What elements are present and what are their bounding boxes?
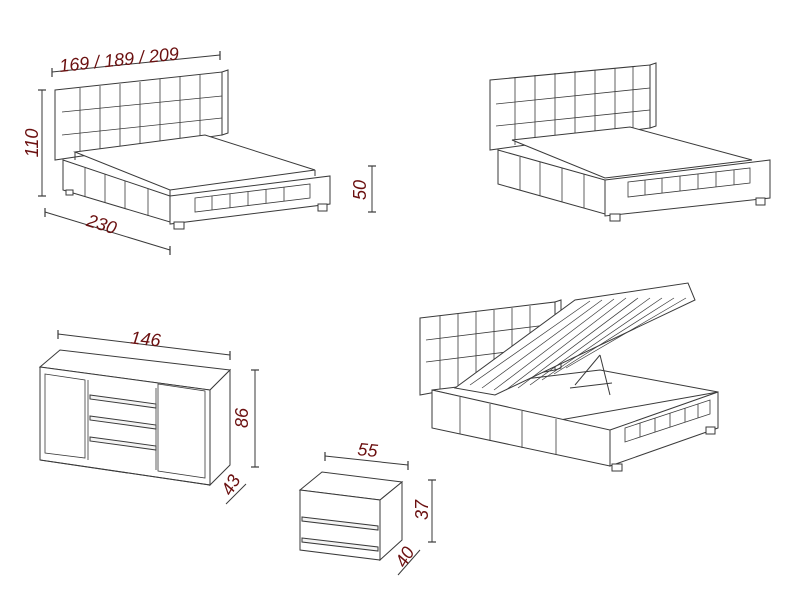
- bed1-dimension-lines: [38, 51, 376, 255]
- dresser-dimension-lines: [57, 330, 259, 505]
- nightstand-depth-label: 40: [391, 543, 418, 570]
- dresser-height-label: 86: [232, 407, 252, 428]
- dresser-depth-label: 43: [217, 471, 244, 498]
- bed-headboard-height-label: 110: [22, 129, 42, 158]
- storage-bed-slats: [469, 297, 687, 391]
- bed1-frame-front: [169, 175, 331, 225]
- bed-drawing-plain: [489, 62, 771, 222]
- storage-bed-open-drawing: [419, 282, 719, 472]
- nightstand-drawing: [298, 471, 404, 562]
- storage-bed-lid: [453, 282, 696, 396]
- dresser-drawing: [38, 349, 232, 487]
- nightstand-width-label: 55: [357, 439, 380, 461]
- bed2-frame-front: [604, 159, 771, 217]
- bed-width-label: 169 / 189 / 209: [58, 44, 180, 76]
- bed-drawing-dimensioned: [54, 69, 331, 230]
- dresser-side: [209, 368, 231, 487]
- nightstand-dimension-lines: [324, 452, 436, 576]
- bed-frame-height-label: 50: [350, 180, 370, 200]
- nightstand-side: [379, 480, 403, 562]
- dresser-width-label: 146: [130, 328, 163, 351]
- bed1-headboard-grid: [61, 75, 223, 152]
- bed-length-label: 230: [84, 210, 120, 238]
- nightstand-height-label: 37: [412, 499, 432, 520]
- bed2-mattress: [511, 126, 753, 179]
